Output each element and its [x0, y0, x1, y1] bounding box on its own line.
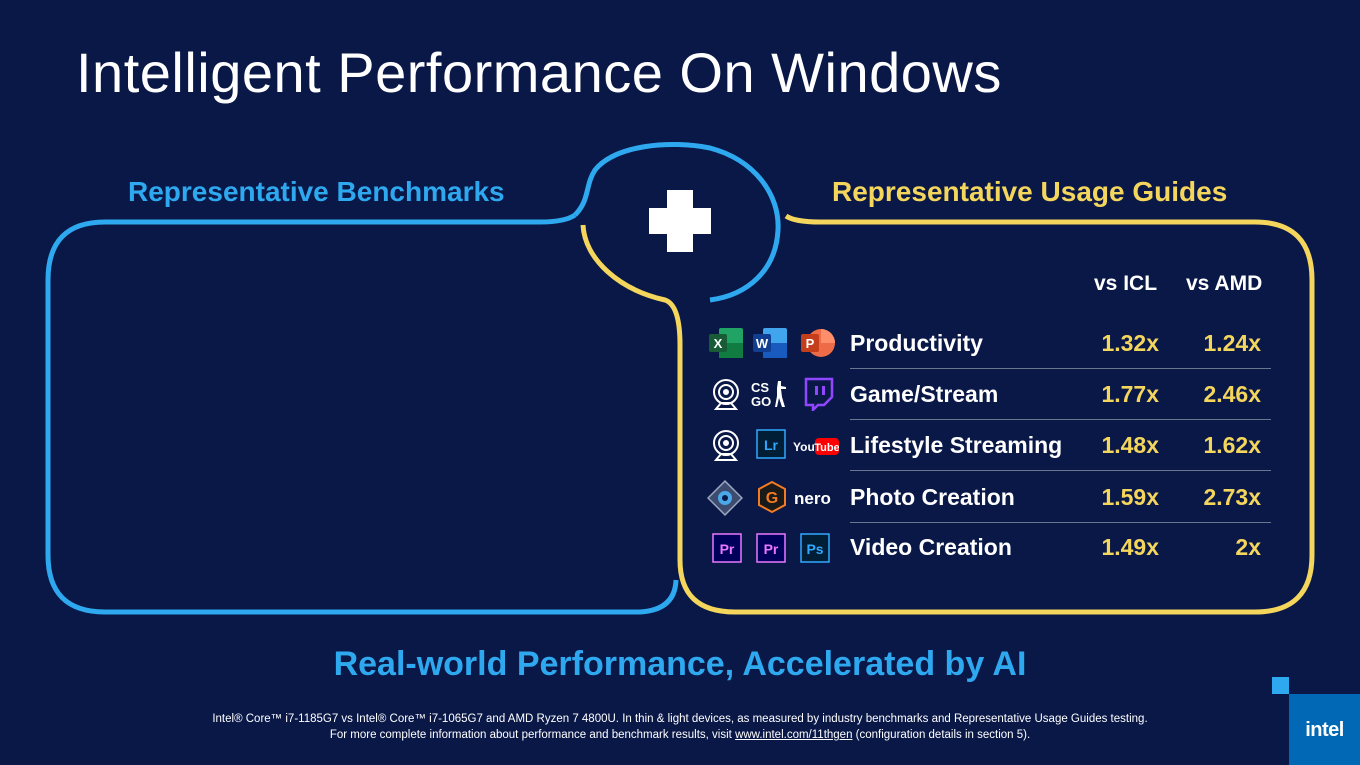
premiere-icon: Pr — [711, 530, 745, 564]
benchmarks-frame — [573, 142, 781, 303]
vs-amd-value: 1.24x — [1203, 330, 1261, 356]
intel-logo: intel — [1289, 694, 1360, 765]
photoshop-icon: Ps — [799, 530, 833, 564]
nero-text: nero — [794, 489, 831, 508]
footnote-text: For more complete information about perf… — [329, 729, 736, 741]
csgo-icon: CS GO — [750, 377, 786, 411]
premiere-letters: Pr — [720, 541, 735, 557]
word-letter: W — [756, 336, 769, 351]
table-row-lifestyle-streaming: Lr You Tube Lifestyle Streaming 1.48x 1.… — [705, 420, 1271, 471]
usage-frame — [580, 213, 1315, 615]
webcam-icon — [709, 377, 743, 411]
intel-logo-square — [1272, 677, 1289, 694]
photoshop-letters: Ps — [806, 541, 823, 557]
row-label: Lifestyle Streaming — [850, 432, 1063, 458]
tagline: Real-world Performance, Accelerated by A… — [333, 645, 1027, 683]
benchmarks-heading: Representative Benchmarks — [128, 176, 505, 207]
page-title: Intelligent Performance On Windows — [76, 41, 1002, 104]
youtube-tube: Tube — [814, 442, 839, 454]
usage-guides-heading: Representative Usage Guides — [832, 176, 1228, 207]
row-label: Video Creation — [850, 534, 1012, 560]
vs-amd-value: 1.62x — [1203, 432, 1261, 458]
intel-logo-text: intel — [1305, 719, 1344, 741]
vs-icl-value: 1.49x — [1101, 534, 1159, 560]
table-row-photo-creation: G nero Photo Creation 1.59x 2.73x — [705, 472, 1271, 523]
vs-icl-value: 1.59x — [1101, 484, 1159, 510]
column-header-vs-icl: vs ICL — [1094, 272, 1158, 295]
topaz-icon: G — [755, 480, 789, 514]
row-label: Game/Stream — [850, 381, 999, 407]
powerpoint-letter: P — [806, 336, 815, 351]
powerpoint-icon: P — [801, 326, 835, 360]
table-row-productivity: X W P Productivity 1.32x 1.24x — [705, 318, 1271, 369]
vs-icl-value: 1.77x — [1101, 381, 1159, 407]
vs-amd-value: 2.46x — [1203, 381, 1261, 407]
footnote-line-2: For more complete information about perf… — [0, 729, 1360, 741]
app-icons: CS GO — [705, 375, 840, 413]
plus-icon — [649, 190, 711, 252]
lightroom-icon: Lr — [755, 428, 789, 462]
excel-icon: X — [709, 326, 743, 360]
table-row-game-stream: CS GO Game/Stream 1.77x 2.46x — [705, 369, 1271, 420]
row-label: Productivity — [850, 330, 983, 356]
row-label: Photo Creation — [850, 484, 1015, 510]
footnote-line-1: Intel® Core™ i7-1185G7 vs Intel® Core™ i… — [212, 713, 1148, 725]
aperture-icon — [707, 480, 743, 516]
app-icons: X W P — [705, 324, 840, 362]
row-divider — [850, 368, 1271, 369]
vs-icl-value: 1.48x — [1101, 432, 1159, 458]
topaz-letter: G — [766, 490, 778, 507]
csgo-text-top: CS — [751, 380, 769, 395]
twitch-icon — [801, 377, 835, 411]
row-divider — [850, 419, 1271, 420]
table-row-video-creation: Pr Pr Ps Video Creation 1.49x 2x — [705, 522, 1271, 572]
lightroom-letters: Lr — [764, 437, 779, 453]
vs-amd-value: 2x — [1235, 534, 1261, 560]
webcam-icon — [709, 428, 743, 462]
nero-icon: nero — [793, 480, 841, 514]
app-icons: Pr Pr Ps — [705, 528, 840, 566]
row-divider — [850, 522, 1271, 523]
youtube-icon: You Tube — [793, 428, 839, 462]
footnote-text: (configuration details in section 5). — [852, 729, 1031, 741]
footnote-link[interactable]: www.intel.com/11thgen — [735, 729, 853, 741]
premiere-icon: Pr — [755, 530, 789, 564]
vs-amd-value: 2.73x — [1203, 484, 1261, 510]
premiere-letters: Pr — [764, 541, 779, 557]
vs-icl-value: 1.32x — [1101, 330, 1159, 356]
word-icon: W — [753, 326, 787, 360]
column-header-vs-amd: vs AMD — [1186, 272, 1263, 295]
row-divider — [850, 470, 1271, 471]
app-icons: G nero — [705, 478, 840, 516]
youtube-you: You — [793, 440, 815, 454]
excel-letter: X — [714, 336, 723, 351]
csgo-text-bottom: GO — [751, 394, 771, 409]
app-icons: Lr You Tube — [705, 426, 840, 464]
